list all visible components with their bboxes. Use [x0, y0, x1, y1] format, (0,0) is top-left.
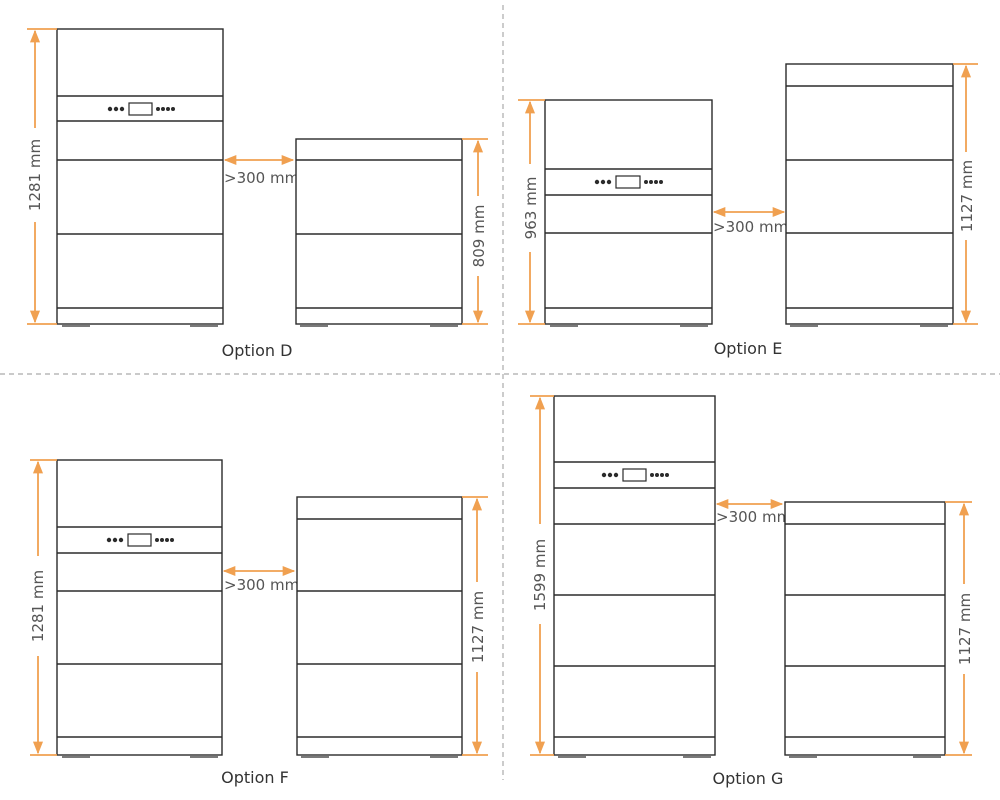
cabinet-outline — [544, 99, 713, 325]
option-d: 1281 mm >300 mm 809 mm Option D — [26, 28, 488, 360]
option-e-right-height-label: 1127 mm — [958, 160, 976, 232]
option-e-gap-dimension: >300 mm — [712, 206, 788, 236]
inverter-control-panel — [106, 533, 174, 547]
option-e: 963 mm >300 mm 1127 mm Option E — [518, 63, 978, 358]
option-d-right-height-dimension: 809 mm — [462, 138, 488, 325]
option-d-left-height-label: 1281 mm — [26, 139, 44, 211]
option-d-right-height-label: 809 mm — [470, 205, 488, 268]
option-f-left-height-label: 1281 mm — [29, 570, 47, 642]
option-e-right-stack — [785, 63, 954, 327]
option-e-caption: Option E — [714, 339, 783, 358]
option-f-gap-label: >300 mm — [224, 576, 299, 594]
option-e-right-height-dimension: 1127 mm — [953, 63, 978, 325]
option-g-caption: Option G — [713, 769, 784, 788]
option-g-gap-dimension: >300 mm — [715, 498, 791, 526]
display-screen — [128, 102, 153, 116]
option-f: 1281 mm >300 mm 1127 mm Option F — [29, 459, 488, 787]
option-d-right-stack — [295, 138, 463, 327]
option-d-left-stack — [56, 28, 224, 327]
option-d-gap-dimension: >300 mm — [223, 154, 299, 187]
cabinet-outline — [295, 138, 463, 325]
option-f-right-height-dimension: 1127 mm — [462, 496, 488, 756]
option-g-right-height-dimension: 1127 mm — [945, 501, 974, 756]
cabinet-outline — [785, 63, 954, 325]
display-screen — [127, 533, 152, 547]
option-f-left-height-dimension: 1281 mm — [29, 459, 57, 756]
option-d-caption: Option D — [222, 341, 293, 360]
option-f-left-stack — [56, 459, 223, 758]
cabinet-outline — [56, 28, 224, 325]
option-g-gap-label: >300 mm — [716, 508, 791, 526]
option-g: 1599 mm >300 mm 1127 mm Option G — [530, 395, 974, 788]
cabinet-outline — [784, 501, 946, 756]
inverter-control-panel — [601, 468, 669, 482]
option-g-left-height-dimension: 1599 mm — [530, 395, 554, 756]
option-e-left-stack — [544, 99, 713, 327]
option-f-right-height-label: 1127 mm — [469, 591, 487, 663]
option-f-right-stack — [296, 496, 463, 758]
cabinet-outline — [296, 496, 463, 756]
inverter-control-panel — [107, 102, 175, 116]
cabinet-outline — [553, 395, 716, 756]
option-g-right-height-label: 1127 mm — [956, 593, 974, 665]
cabinet-outline — [56, 459, 223, 756]
display-screen — [615, 175, 641, 189]
option-g-right-stack — [784, 501, 946, 758]
option-d-left-height-dimension: 1281 mm — [26, 28, 57, 325]
option-f-caption: Option F — [221, 768, 289, 787]
option-g-left-stack — [553, 395, 716, 758]
option-e-gap-label: >300 mm — [713, 218, 788, 236]
option-f-gap-dimension: >300 mm — [222, 565, 299, 594]
option-g-left-height-label: 1599 mm — [531, 539, 549, 611]
option-e-left-height-dimension: 963 mm — [518, 99, 545, 325]
option-d-gap-label: >300 mm — [224, 169, 299, 187]
option-e-left-height-label: 963 mm — [522, 177, 540, 240]
inverter-control-panel — [594, 175, 663, 189]
display-screen — [622, 468, 647, 482]
